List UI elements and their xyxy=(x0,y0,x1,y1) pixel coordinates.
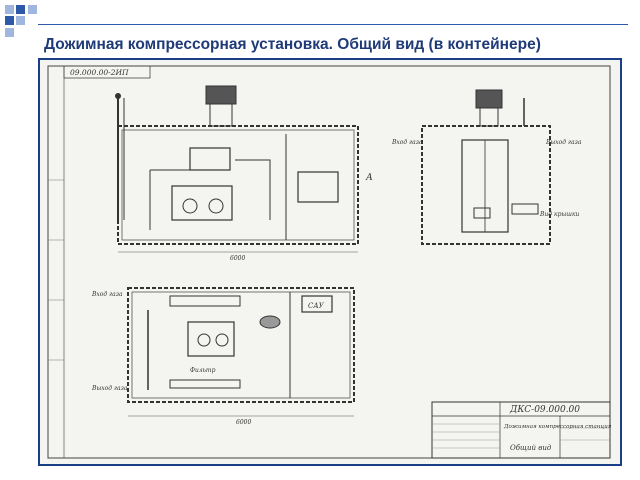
block-cover-callout: Вид крышки xyxy=(539,211,580,218)
svg-text:6000: 6000 xyxy=(230,255,245,262)
drawing-code-stamp: 09.000.00-2ИП xyxy=(70,68,129,77)
slide-title: Дожимная компрессорная установка. Общий … xyxy=(44,36,541,53)
decor-square xyxy=(16,5,25,14)
svg-text:Вход газа: Вход газа xyxy=(91,291,123,298)
container-plan-view: САУ Вход газа Выход газа Фильтр 6000 xyxy=(91,287,355,426)
decor-square xyxy=(5,5,14,14)
container-end-view: Вход газа Выход газа Вид крышки xyxy=(391,89,582,245)
svg-text:6000: 6000 xyxy=(236,419,251,426)
filter-callout: Фильтр xyxy=(190,367,216,374)
title-block: ДКС-09.000.00 Дожимная компрессорная ста… xyxy=(431,401,612,459)
drawing-sheet: 09.000.00-2ИП 6000 А xyxy=(38,58,622,466)
view-name: Общий вид xyxy=(510,444,552,452)
decor-line xyxy=(38,24,628,25)
decor-square xyxy=(16,16,25,25)
sru-callout: САУ xyxy=(308,302,325,310)
svg-text:Выход газа: Выход газа xyxy=(91,385,128,392)
technical-drawing: 09.000.00-2ИП 6000 А xyxy=(47,65,612,459)
container-side-view: 6000 А xyxy=(115,85,373,262)
inlet-gas-callout: Вход газа xyxy=(391,139,423,146)
main-drawing-code: ДКС-09.000.00 xyxy=(509,405,580,415)
product-name: Дожимная компрессорная станция xyxy=(503,424,612,430)
outlet-gas-callout: Выход газа xyxy=(545,139,582,146)
view-label: А xyxy=(365,173,373,183)
decor-square xyxy=(5,16,14,25)
decor-square xyxy=(28,5,37,14)
decor-square xyxy=(5,28,14,37)
